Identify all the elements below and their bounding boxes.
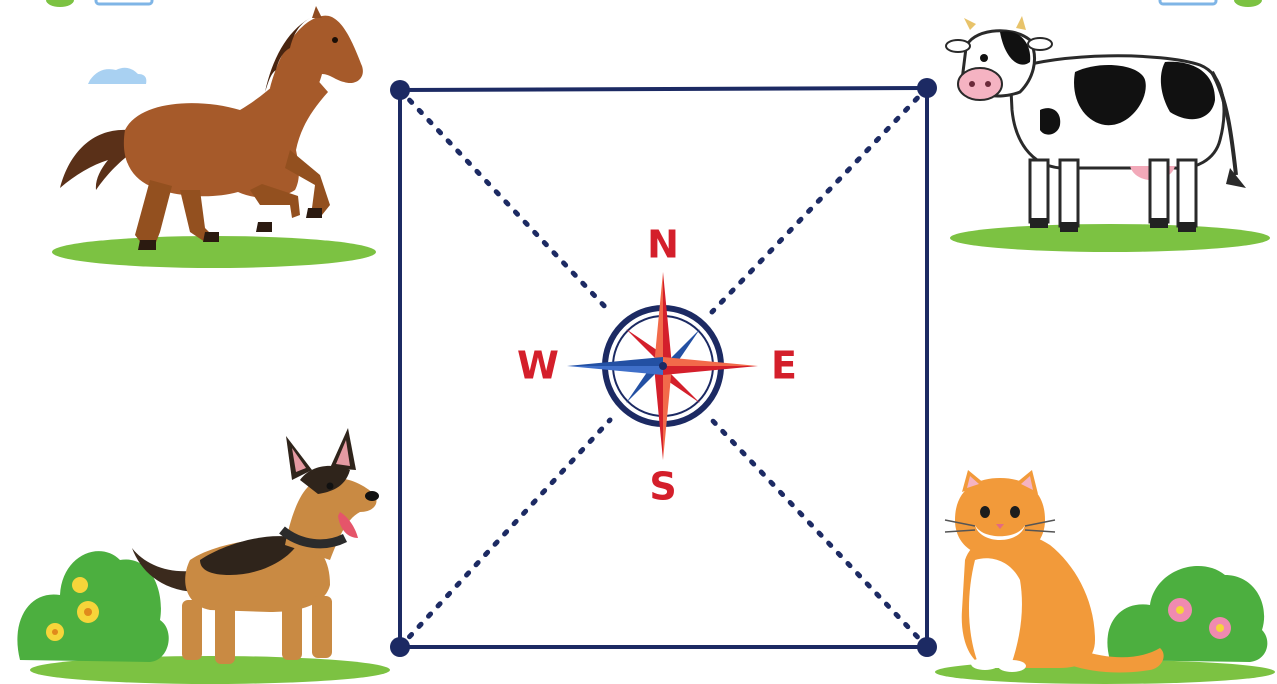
diagonal-ne <box>712 88 927 312</box>
diagonal-nw <box>400 90 610 312</box>
top-right-decoration <box>1160 0 1262 7</box>
compass-label-east: E <box>771 344 797 388</box>
compass-label-south: S <box>649 465 676 509</box>
frame-top <box>400 88 927 90</box>
compass-label-north: N <box>647 223 679 267</box>
corner-dot-bottom-left <box>390 637 410 657</box>
corner-dot-top-right <box>917 78 937 98</box>
top-left-decoration <box>46 0 152 7</box>
bush-right <box>1107 566 1267 662</box>
compass-rose <box>567 272 758 460</box>
corner-dot-bottom-right <box>917 637 937 657</box>
cat-illustration <box>935 470 1275 684</box>
corner-dot-top-left <box>390 80 410 100</box>
diagonal-sw <box>400 420 610 647</box>
dog-illustration <box>17 428 390 684</box>
horse-illustration <box>52 6 376 268</box>
cow-illustration <box>946 16 1270 252</box>
cow-grass <box>950 224 1270 252</box>
diagonal-se <box>712 420 927 647</box>
cloud-icon <box>88 68 146 84</box>
compass-label-west: W <box>517 344 559 388</box>
